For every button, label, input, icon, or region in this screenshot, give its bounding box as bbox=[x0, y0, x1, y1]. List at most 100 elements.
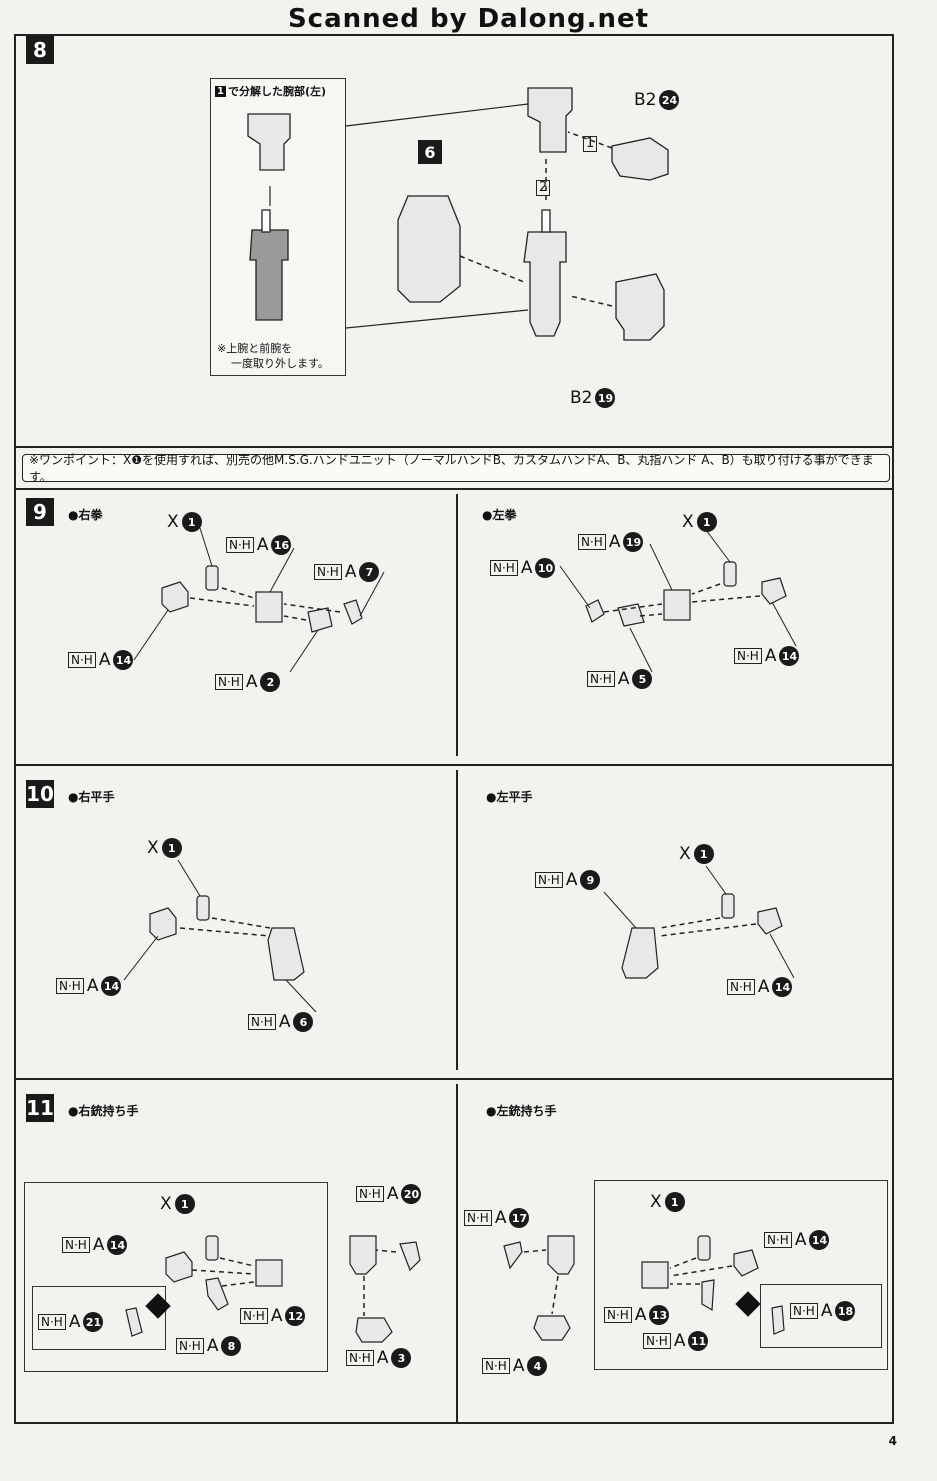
s11l-back bbox=[733, 1249, 759, 1277]
s11l-diamond-icon bbox=[735, 1291, 761, 1317]
inset-caption-2: 一度取り外します。 bbox=[231, 357, 329, 370]
step11-right-title: ●右銃持ち手 bbox=[68, 1104, 139, 1118]
part-prefix: B2 bbox=[570, 388, 593, 408]
s9l-palm bbox=[663, 589, 691, 621]
step8-inset-title: 1 で分解した腕部(左) bbox=[215, 83, 326, 99]
inset-step-ref: 1 bbox=[215, 85, 226, 97]
s11l-peg bbox=[697, 1235, 711, 1261]
s11r-assembly bbox=[349, 1235, 377, 1275]
s9r-palm bbox=[255, 591, 283, 623]
s11r-inset bbox=[24, 1182, 328, 1372]
s10l-peg bbox=[721, 893, 735, 919]
s11r-palm bbox=[255, 1259, 283, 1287]
s10l-hand bbox=[621, 927, 659, 979]
s9l-thumb bbox=[585, 599, 605, 623]
one-point-note: ※ワンポイント：X❶を使用すれば、別売の他M.S.G.ハンドユニット（ノーマルハ… bbox=[22, 453, 890, 484]
armor-part-6 bbox=[397, 195, 461, 303]
s11r-back bbox=[165, 1251, 193, 1283]
step-8-badge: 8 bbox=[26, 36, 54, 64]
part-prefix: B2 bbox=[634, 90, 657, 110]
s9r-thumb bbox=[343, 599, 363, 625]
s10r-back bbox=[149, 907, 177, 941]
forearm-main bbox=[523, 231, 567, 337]
part-b2-24-shape bbox=[611, 137, 669, 181]
s11l-finger11 bbox=[701, 1279, 715, 1312]
step-10-badge: 10 bbox=[26, 780, 54, 808]
s11l-part17 bbox=[503, 1241, 523, 1270]
s10r-hand bbox=[267, 927, 305, 981]
page-number: 4 bbox=[888, 1434, 897, 1448]
page-frame bbox=[14, 34, 894, 1424]
divider-v-step10 bbox=[456, 770, 458, 1070]
s10l-back bbox=[757, 907, 783, 935]
s11r-finger21 bbox=[125, 1307, 143, 1337]
s11l-finger18 bbox=[771, 1305, 785, 1335]
step9-right-title: ●右拳 bbox=[68, 508, 103, 522]
s9l-back bbox=[761, 577, 787, 605]
callout-6: 6 bbox=[418, 140, 442, 164]
s11r-diamond-icon bbox=[145, 1293, 171, 1319]
upper-arm-main bbox=[527, 87, 573, 153]
watermark: Scanned by Dalong.net bbox=[287, 4, 650, 34]
s9r-back bbox=[161, 581, 189, 613]
step-9-badge: 9 bbox=[26, 498, 54, 526]
s11l-sub-inset bbox=[760, 1284, 882, 1348]
s11l-assembly bbox=[547, 1235, 575, 1275]
s11r-sub-inset bbox=[32, 1286, 166, 1350]
inset-caption-1: ※上腕と前腕を bbox=[217, 342, 293, 355]
seq-1: 1 bbox=[583, 136, 598, 152]
s11r-finger8 bbox=[205, 1277, 229, 1311]
step10-right-title: ●右平手 bbox=[68, 790, 115, 804]
divider-step10 bbox=[14, 1078, 894, 1080]
s11r-part3 bbox=[355, 1317, 393, 1343]
forearm-part bbox=[249, 229, 289, 321]
step11-left-title: ●左銃持ち手 bbox=[486, 1104, 557, 1118]
s9l-peg bbox=[723, 561, 737, 587]
part-b2-19-shape bbox=[615, 273, 665, 341]
s9r-fingers bbox=[307, 607, 333, 633]
divider-note bbox=[14, 488, 894, 490]
part-num: 19 bbox=[595, 388, 616, 408]
divider-v-step9 bbox=[456, 494, 458, 756]
s11l-part4 bbox=[533, 1315, 571, 1341]
part-num: 24 bbox=[659, 90, 680, 110]
divider-step8 bbox=[14, 446, 894, 448]
s11r-peg bbox=[205, 1235, 219, 1261]
divider-step9 bbox=[14, 764, 894, 766]
s10r-peg bbox=[196, 895, 210, 921]
divider-v-step11 bbox=[456, 1084, 458, 1424]
step-11-badge: 11 bbox=[26, 1094, 54, 1122]
seq-2: 2 bbox=[536, 180, 551, 196]
